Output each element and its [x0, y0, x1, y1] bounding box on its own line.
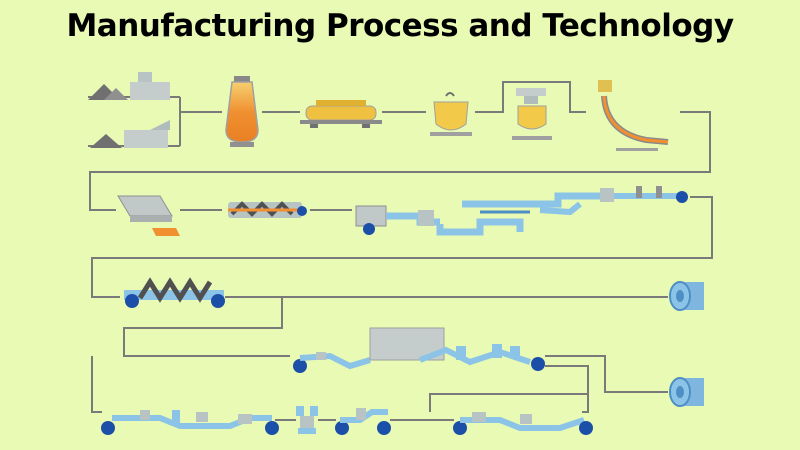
hot-rolling-line: [124, 277, 225, 308]
hot-rolled-coil: [669, 281, 704, 311]
connector-row4-to-row5: [91, 356, 102, 413]
mill-wheel: [125, 294, 139, 308]
hot-strip-mill-roughing: [355, 186, 688, 236]
basic-oxygen-converter: [430, 92, 472, 136]
connector-row5-lower: [429, 393, 588, 412]
connector-cold-mill-branch: [545, 365, 589, 413]
page-title: Manufacturing Process and Technology: [66, 8, 734, 44]
skin-pass-mill: [296, 406, 318, 434]
mill-wheel: [101, 421, 115, 435]
mill-wheel: [293, 359, 307, 373]
mill-wheel: [377, 421, 391, 435]
secondary-refining: [512, 88, 552, 140]
coal-pile-bottom: [90, 134, 122, 148]
coating-line: [453, 412, 593, 435]
reheating-furnace: [228, 201, 307, 218]
connector-row1-to-row2: [89, 111, 711, 211]
connector-cold-mill-to-coil: [545, 355, 668, 393]
mill-wheel: [363, 223, 375, 235]
connector-row3-to-row4: [123, 297, 290, 357]
slab-yard: [117, 195, 180, 236]
continuous-caster: [598, 80, 669, 151]
mill-wheel: [579, 421, 593, 435]
blast-furnace: [225, 76, 259, 147]
mill-wheel: [335, 421, 349, 435]
mill-wheel: [531, 357, 545, 371]
cold-rolled-coil: [669, 377, 704, 407]
mill-wheel: [265, 421, 279, 435]
mill-wheel: [211, 294, 225, 308]
mill-wheel: [453, 421, 467, 435]
connector-lines: [88, 81, 713, 421]
mill-wheel: [676, 191, 688, 203]
raw-material-piles: [88, 72, 170, 148]
finishing-line-left: [101, 410, 279, 435]
torpedo-car: [300, 100, 382, 128]
annealing-line: [335, 408, 391, 435]
connector-row2-to-row3: [91, 196, 713, 298]
hot-slab: [152, 228, 180, 236]
cold-rolling-line: [293, 327, 545, 373]
connector-converter-to-refining: [475, 81, 586, 113]
